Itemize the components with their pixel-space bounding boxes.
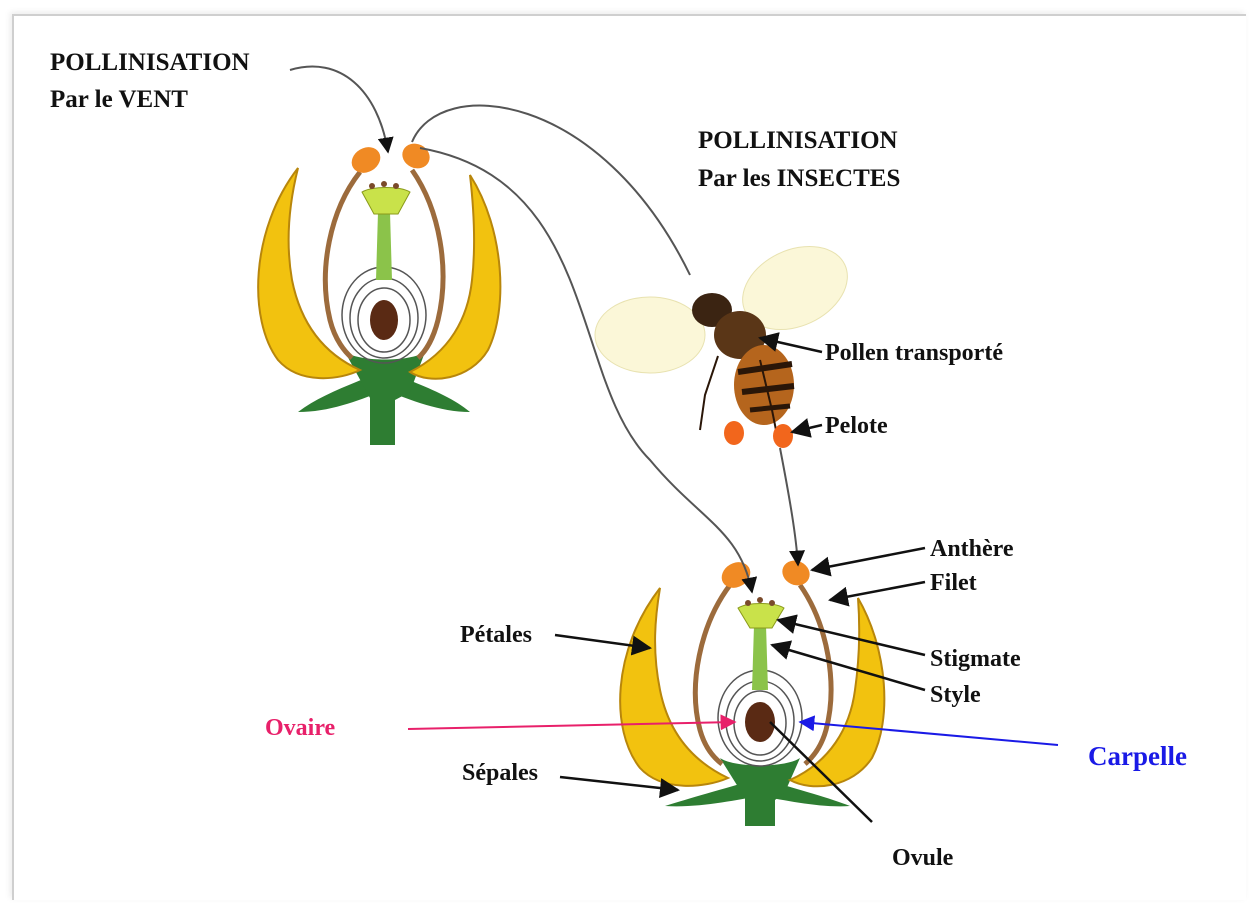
arrow-anthere [812, 548, 925, 570]
label-petales: Pétales [460, 622, 532, 648]
label-ovaire: Ovaire [265, 715, 336, 741]
title-wind-line1: POLLINISATION [50, 49, 250, 76]
style-bottom [752, 625, 768, 690]
anther-right [398, 139, 434, 173]
filament-right-b [800, 585, 831, 764]
arrow-filet [830, 582, 925, 600]
label-carpelle: Carpelle [1088, 741, 1187, 771]
arrow-style [772, 645, 925, 690]
label-pollen: Pollen transporté [825, 340, 1003, 366]
title-insect-line2: Par les INSECTES [698, 165, 900, 192]
wind-path [290, 67, 388, 152]
arrow-stigmate [778, 620, 925, 655]
anther-left [347, 142, 385, 178]
label-style: Style [930, 682, 981, 708]
label-pelote: Pelote [825, 413, 888, 439]
arrow-ovaire [408, 722, 735, 729]
bee-to-flower [780, 448, 798, 565]
flower-top [258, 139, 500, 445]
pelote-right [773, 424, 793, 448]
stigma-bottom [738, 604, 784, 629]
title-insect-line1: POLLINISATION [698, 127, 898, 154]
anther-left-b [717, 557, 755, 593]
label-ovule: Ovule [892, 845, 954, 871]
label-filet: Filet [930, 570, 977, 596]
insect-path-top [412, 106, 690, 275]
label-sepales: Sépales [462, 760, 538, 786]
style-top [376, 212, 392, 280]
bee [595, 230, 861, 448]
filament-left [325, 172, 360, 358]
title-wind-line2: Par le VENT [50, 86, 188, 113]
anther-right-b [778, 556, 814, 590]
ovary-top [370, 300, 398, 340]
pelote-left [724, 421, 744, 445]
filament-left-b [695, 585, 730, 764]
stigma-top [362, 188, 410, 215]
arrow-pelote [792, 425, 822, 432]
label-anthere: Anthère [930, 536, 1014, 562]
label-stigmate: Stigmate [930, 646, 1021, 672]
bee-wing-left [595, 297, 705, 373]
